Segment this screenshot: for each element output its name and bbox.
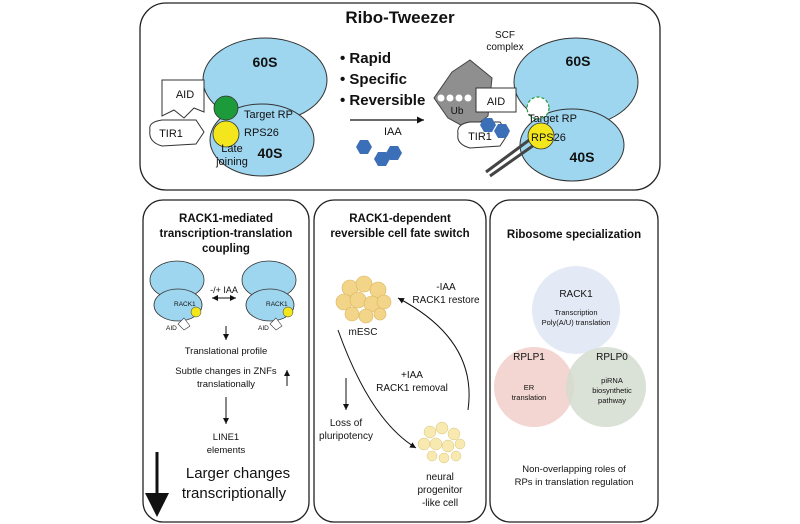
removal-label-2: RACK1 removal <box>376 383 448 394</box>
tir1-shape-left <box>149 119 205 147</box>
mesc-label: mESC <box>349 327 378 338</box>
aid-label-right: AID <box>487 96 505 108</box>
rps26-label-right: RPS26 <box>531 132 566 144</box>
ub-label: Ub <box>451 106 464 117</box>
panel3-title: Ribosome specialization <box>507 229 641 241</box>
rplp1-name: RPLP1 <box>513 352 545 363</box>
restore-label-2: RACK1 restore <box>412 295 480 306</box>
tir1-label-left: TIR1 <box>159 128 183 140</box>
iaa-hex-2 <box>494 124 510 138</box>
feature-rapid: • Rapid <box>340 50 391 67</box>
top-title: Ribo-Tweezer <box>345 8 455 27</box>
translational-profile: Translational profile <box>185 346 268 357</box>
neural-label-2: progenitor <box>417 485 463 496</box>
mini-ribosome-2: RACK1 AID <box>241 260 297 332</box>
removal-arrow <box>337 329 417 449</box>
rps26-dot-left <box>212 120 240 148</box>
restore-label-1: -IAA <box>436 282 456 293</box>
rplp1-circle <box>494 347 574 427</box>
rplp0-desc-1: piRNA <box>601 376 623 385</box>
iaa-label-top: IAA <box>384 126 402 138</box>
aid-label-p1-1: AID <box>166 325 177 332</box>
ribosome-left: 60S 40S AID TIR1 Target RP RPS26 Late jo… <box>149 37 328 177</box>
panel3-footer-2: RPs in translation regulation <box>515 477 634 488</box>
rplp1-desc-1: ER <box>524 383 535 392</box>
scf-label-1: SCF <box>495 30 515 41</box>
toggle-label: -/+ IAA <box>210 285 238 295</box>
ub-bead-3 <box>455 94 463 102</box>
feature-specific: • Specific <box>340 71 407 88</box>
joining-label: joining <box>215 156 248 168</box>
ub-bead-2 <box>446 94 454 102</box>
panel1-title-2: transcription-translation <box>160 228 293 240</box>
rplp0-desc-2: biosynthetic <box>592 386 632 395</box>
rack1-name: RACK1 <box>559 289 593 300</box>
panel2-title-2: reversible cell fate switch <box>330 228 469 240</box>
loss-label-1: Loss of <box>330 418 362 429</box>
rplp0-name: RPLP0 <box>596 352 628 363</box>
restore-arrow <box>397 297 470 411</box>
line1-label-2: elements <box>207 445 246 456</box>
ub-bead-1 <box>437 94 445 102</box>
panel1-title-1: RACK1-mediated <box>179 213 273 225</box>
rps26-label-left: RPS26 <box>244 127 279 139</box>
label-40s-left: 40S <box>258 145 283 161</box>
mesc-cluster <box>335 275 392 324</box>
subtle-changes-1: Subtle changes in ZNFs <box>175 366 277 377</box>
removal-label-1: +IAA <box>401 370 423 381</box>
larger-changes-2: transcriptionally <box>182 485 287 502</box>
panel2-frame <box>313 199 487 523</box>
neural-cell-cluster <box>417 421 466 464</box>
ub-bead-4 <box>464 94 472 102</box>
target-rp-label-left: Target RP <box>244 109 293 121</box>
scf-label-2: complex <box>486 42 523 53</box>
iaa-molecule-icon <box>356 140 402 166</box>
line1-label-1: LINE1 <box>213 432 239 443</box>
rack1-label-1: RACK1 <box>174 301 196 308</box>
rplp1-desc-2: translation <box>512 393 547 402</box>
feature-reversible: • Reversible <box>340 92 425 109</box>
panel1-title-3: coupling <box>202 243 250 255</box>
aid-label-p1-2: AID <box>258 325 269 332</box>
panel3-footer-1: Non-overlapping roles of <box>522 464 626 475</box>
tir1-label-right: TIR1 <box>468 131 492 143</box>
neural-label-3: -like cell <box>422 498 458 509</box>
rack1-desc-2: Poly(A/U) translation <box>542 318 611 327</box>
panel3-frame <box>489 199 659 523</box>
label-60s-right: 60S <box>566 53 591 69</box>
late-label: Late <box>221 143 242 155</box>
rplp0-desc-3: pathway <box>598 396 626 405</box>
rack1-label-2: RACK1 <box>266 301 288 308</box>
label-60s-left: 60S <box>253 54 278 70</box>
aid-label-left: AID <box>176 89 194 101</box>
label-40s-right: 40S <box>570 149 595 165</box>
iaa-hex-1 <box>480 118 496 132</box>
loss-label-2: pluripotency <box>319 431 373 442</box>
target-rp-dot-left <box>213 95 239 121</box>
target-rp-label-right: Target RP <box>528 113 577 125</box>
rack1-circle <box>532 266 620 354</box>
rack1-desc-1: Transcription <box>554 308 597 317</box>
rps26-dot-right <box>527 122 555 150</box>
aid-tag-shape-right <box>475 87 517 113</box>
panel2-title-1: RACK1-dependent <box>349 213 451 225</box>
target-rp-removed-dot <box>526 96 550 120</box>
aid-tag-shape-left <box>161 79 205 119</box>
subunit-40s-left <box>209 103 315 177</box>
rplp0-circle <box>566 347 646 427</box>
ribosome-right: 60S 40S SCF complex Ub AID TIR1 Target R… <box>433 30 639 182</box>
mini-ribosome-1: RACK1 AID <box>149 260 205 332</box>
larger-changes-1: Larger changes <box>186 465 290 482</box>
subtle-changes-2: translationally <box>197 379 255 390</box>
neural-label-1: neural <box>426 472 454 483</box>
